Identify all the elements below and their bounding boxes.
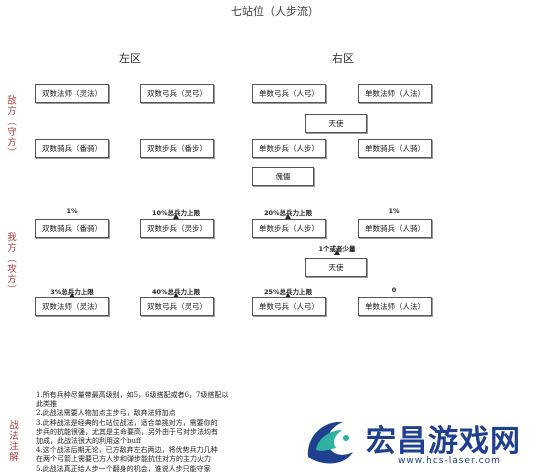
allocation-label: 1% [388,207,400,215]
ally-unit-box: 单数骑兵（人骑） [358,219,432,238]
ally-unit-box: 双数骑兵（番骑） [35,219,109,238]
side-label-attack: 我方（攻方） [5,232,16,295]
ally-unit-box: 单数弓兵（人弓） [252,297,326,316]
zone-right-label: 右区 [332,52,354,65]
side-label-notes: 战法注解 [7,420,18,462]
allocation-label: 1个或者少量 [318,245,356,253]
triangle-marker [285,293,291,298]
enemy-unit-box: 单数步兵（人步） [252,139,326,158]
dragon-emblem-icon [307,421,353,464]
ally-unit-box: 双数步兵（灵步） [140,219,214,238]
triangle-marker [173,293,179,298]
note-line: 4.这个战法后期无论，已方敌弃左右两边，将优势兵力几种 [36,446,218,455]
note-line: 3.此种战法是经典的七站位战法，适合单挑对方，需要你的 [36,418,218,427]
enemy-unit-box: 单数弓兵（人弓） [252,84,326,103]
enemy-unit-box: 单数法师（人法） [358,84,432,103]
allocation-label: 10%总兵力上限 [151,209,201,217]
ally-unit-box: 双数弓兵（灵弓） [140,297,214,316]
note-line: 1.所有兵种尽量带最高级别，如5，6级搭配或者6，7级搭配以 [36,391,229,399]
note-line: 5.此战法真正给人步一个翻身的机会，谁说人步只能守家 [36,464,211,473]
enemy-unit-box: 双数法师（灵法） [35,84,109,103]
site-logo: 宏昌游戏网 www.hcs-laser.com [298,412,546,472]
ally-unit-box: 单数法师（人法） [358,297,432,316]
enemy-unit-box: 双数骑兵（番骑） [35,139,109,158]
ally-unit-box: 单数步兵（人步） [252,219,326,238]
note-line: 在两个弓箭上需要已方人步和弹步能抗住对方的主力火力 [36,455,211,464]
allocation-label: 20%总兵力上限 [263,209,313,217]
logo-name: 宏昌游戏网 [366,424,521,459]
logo-url: www.hcs-laser.com [398,456,501,466]
enemy-angel-box: 天使 [305,114,367,133]
diagram-title: 七站位（人步流） [231,5,319,18]
allocation-label: 3%总兵力上限 [50,288,94,296]
triangle-marker [285,214,291,219]
triangle-marker [69,293,75,298]
enemy-puppet-box: 傀儡 [252,167,314,186]
ally-unit-box: 双数法师（灵法） [35,297,109,316]
enemy-unit-box: 双数弓兵（灵弓） [140,84,214,103]
note-line: 步兵的抗能很强，尤其是主命要高，另外由于弓对步法均有 [36,427,218,436]
triangle-marker [173,214,179,219]
triangle-marker [334,250,340,255]
zone-left-label: 左区 [119,52,141,65]
allocation-label: 0 [391,286,397,294]
allocation-label: 1% [66,207,78,215]
note-line: 2.此战法需要人物加点主步弓，敌弃法师加点 [36,409,176,418]
allocation-label: 25%总兵力上限 [263,288,313,296]
enemy-unit-box: 双数步兵（番步） [140,139,214,158]
strategy-notes: 1.所有兵种尽量带最高级别，如5，6级搭配或者6，7级搭配以 此类推 2.此战法… [36,391,276,474]
note-line: 此类推 [36,400,57,409]
note-line: 加成，此战法很大的利用这个buff [36,437,141,446]
enemy-unit-box: 单数骑兵（人骑） [358,139,432,158]
side-label-defense: 敌方（守方） [5,95,16,158]
ally-angel-box: 天使 [305,258,367,277]
allocation-label: 40%总兵力上限 [151,288,201,296]
